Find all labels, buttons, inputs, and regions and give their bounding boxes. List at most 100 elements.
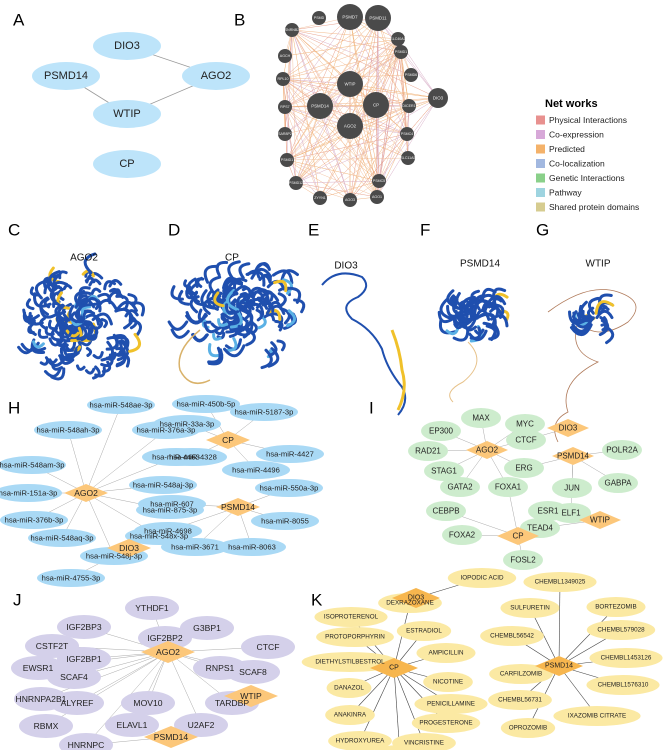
ribbon [62,283,73,291]
panel-label-h: H [8,399,20,418]
node-j-label-ythdf1: YTHDF1 [135,603,169,613]
edge-b [377,17,439,99]
structure-dio3-helix [390,329,406,411]
ribbon [485,324,497,342]
ribbon [167,320,189,331]
ribbon [85,346,93,357]
node-j-igf2bp3 [57,615,111,639]
node-j-label-alyref: ALYREF [61,698,94,708]
node-i-label-polr2a: POLR2A [606,446,638,455]
node-i-hub-label-cp: CP [512,532,523,541]
node-b-slc40a1 [391,32,405,46]
node-b-zyyn1 [313,191,327,205]
ribbon [462,295,476,317]
edge-b [286,157,409,161]
node-b-label-psmd11: PSMD11 [369,16,387,21]
node-h-label-hsa-mir-4427: hsa-miR-4427 [266,450,314,459]
node-h-label-hsa-mir-4698: hsa-miR-4698 [144,527,192,536]
node-h-label-hsa-mir-548j-3p: hsa-miR-548j-3p [86,552,142,561]
structure-wtip-core [568,293,615,345]
edge-b [286,104,377,161]
ribbon [232,285,254,297]
ribbon [191,333,209,343]
edge-b [286,159,378,198]
ribbon [106,290,125,302]
ribbon [211,288,222,305]
node-k-isoproterenol [314,607,388,627]
node-h-hub-ago2 [64,484,108,502]
ribbon [49,285,61,307]
edge-b [378,133,408,182]
node-h-hsa-mir-4755-3p [37,569,105,587]
edge-b [284,106,378,198]
structure-dio3 [321,272,407,416]
node-j-label-hnrnpc: HNRNPC [68,740,105,750]
panel-label-e: E [308,221,319,240]
ribbon [579,307,591,319]
node-h-hsa-mir-4427 [256,445,324,463]
node-j-scaf8 [226,660,280,684]
edge-b [295,38,399,184]
node-b-label-zyyn1: ZYYN1 [314,196,326,200]
node-j-label-rbmx: RBMX [34,721,59,731]
node-b-agch [278,49,292,63]
ribbon [122,307,134,330]
edge-h [85,404,122,494]
node-i-foxa2 [442,525,482,545]
node-k-protoporphyrin [316,627,394,647]
node-j-label-hnrnpa2b1: HNRNPA2B1 [16,694,67,704]
node-k-label-danazol: DANAZOL [334,685,364,692]
structure-psmd14 [437,287,510,343]
node-k-label-ixazomib-citrate: IXAZOMIB CITRATE [568,713,626,720]
node-k-hub-psmd14 [535,656,583,676]
ribbon [439,298,454,321]
node-layer [0,4,663,750]
edge-b [349,105,410,201]
node-i-label-elf1: ELF1 [561,509,581,518]
node-j-igf2bp2 [138,626,192,650]
ribbon [116,353,131,368]
edge-j [40,651,169,700]
ribbon [39,316,47,330]
node-b-sar8p2 [278,127,292,141]
node-b-psmd12 [289,176,303,190]
ribbon [474,328,485,336]
ribbon [250,267,273,280]
node-j-u2af2 [174,713,228,737]
node-b-dicer1 [402,99,416,113]
node-j-hub-label-psmd14: PSMD14 [154,732,189,742]
node-i-hub-wtip [579,511,621,529]
panel-label-f: F [420,221,430,240]
edge-b [377,17,408,135]
node-h-label-hsa-mir-3671: hsa-miR-3671 [171,543,219,552]
ribbon [32,340,45,349]
ribbon [185,311,208,324]
ribbon [70,311,78,323]
edge-b [400,51,410,107]
node-i-foxa1 [488,477,528,497]
node-h-hsa-mir-548aq-3p [28,529,96,547]
ribbon [217,318,228,327]
node-k-label-dexrazoxane: DEXRAZOXANE [386,600,434,607]
node-k-oprozomib [500,718,556,738]
node-j-hub-wtip [224,685,278,707]
edge-b [319,17,379,107]
node-a-label-cp: CP [119,158,134,170]
ribbon [469,298,482,315]
panel-label-i: I [369,399,374,418]
node-j-hub-label-wtip: WTIP [240,691,262,701]
node-k-label-protoporphyrin: PROTOPORPHYRIN [325,634,385,641]
legend-item-predicted: Predicted [549,144,585,154]
edge-b [291,29,410,107]
node-j-hnrnpc [59,733,113,750]
edge-b [349,97,439,201]
legend-swatch [536,144,545,154]
ribbon [170,328,190,339]
ribbon [108,279,123,288]
node-h-label-hsa-mir-548x-3p: hsa-miR-548x-3p [130,532,188,541]
node-a-label-ago2: AGO2 [201,70,232,82]
ribbon [39,304,60,319]
ribbon [285,309,297,328]
node-i-label-rad21: RAD21 [415,447,441,456]
